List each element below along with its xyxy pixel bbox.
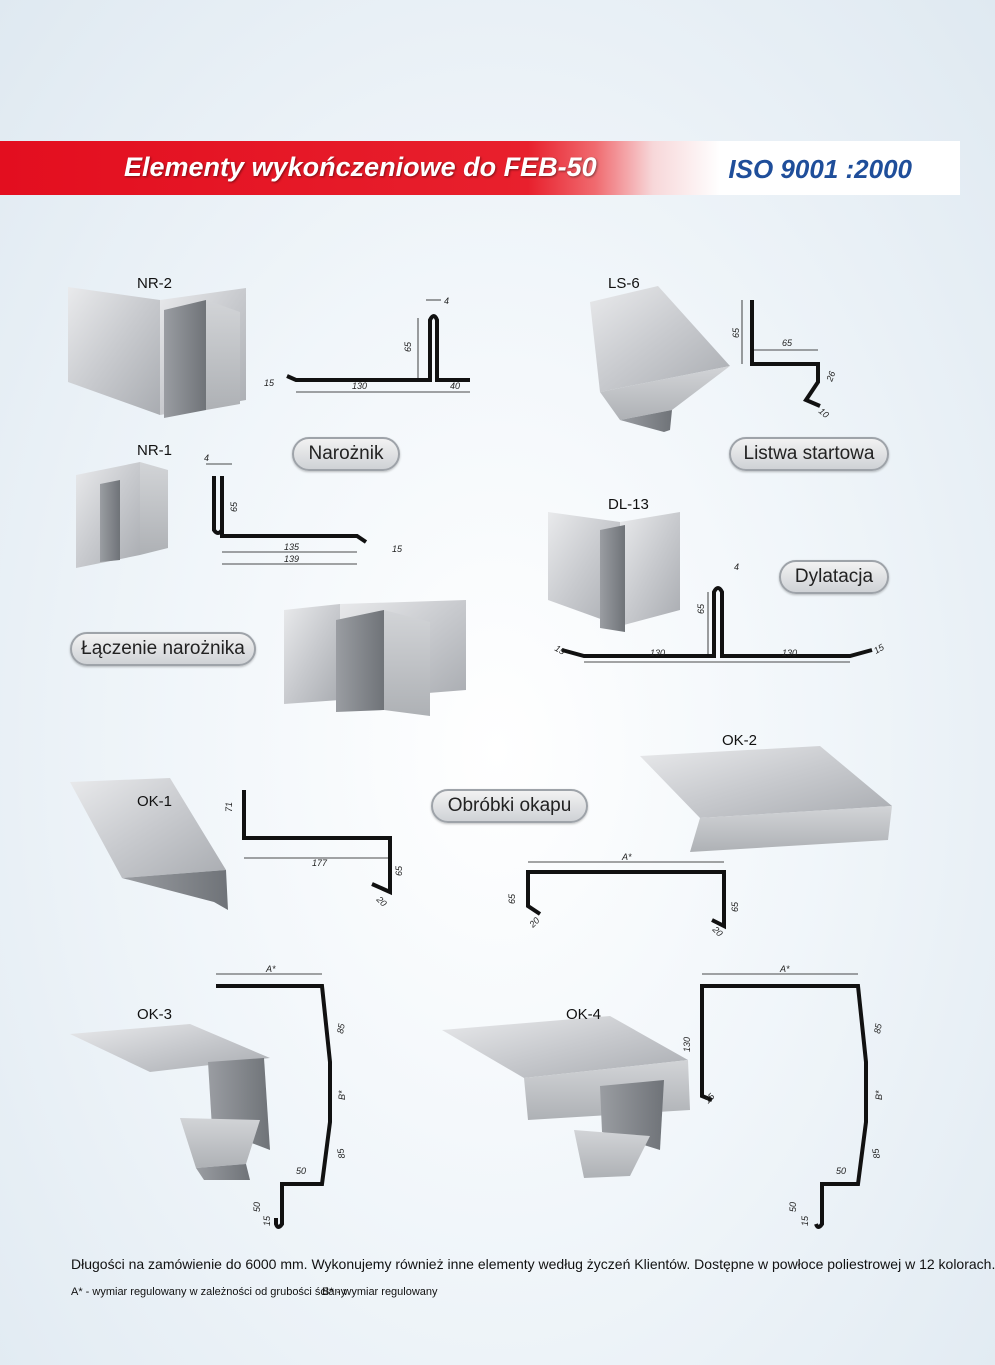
dim-label: 4 (734, 562, 739, 572)
product-dl13: DL-13 (608, 496, 649, 513)
dim-label: 50 (788, 1202, 798, 1212)
dim-label: 85 (335, 1022, 347, 1035)
dim-label: 10 (817, 406, 831, 420)
dim-label: 15 (702, 1091, 717, 1106)
dim-label: 4 (204, 453, 209, 463)
ls6-profile (741, 300, 821, 408)
dim-label: 20 (710, 924, 725, 939)
ok1-render (70, 778, 228, 910)
nr1-profile (206, 463, 368, 565)
product-ok2: OK-2 (722, 732, 758, 749)
dl13-profile (561, 586, 873, 663)
dim-label: 130 (352, 381, 367, 391)
product-ls6: LS-6 (608, 275, 640, 292)
page-title: Elementy wykończeniowe do FEB-50 (124, 152, 597, 182)
dim-label: A* (621, 852, 632, 862)
category-naroznik: Narożnik (292, 437, 400, 471)
dim-label: 50 (252, 1202, 262, 1212)
dim-label: 50 (836, 1166, 846, 1176)
dim-label: 139 (284, 554, 299, 564)
dimension-labels: 4 65 15 130 40 65 65 26 10 4 65 135 139 … (204, 296, 887, 1226)
dim-label: 15 (264, 378, 275, 388)
dl13-render (284, 512, 680, 716)
dim-label: 15 (800, 1215, 810, 1226)
dim-label: 65 (730, 901, 740, 912)
ok2-profile (526, 861, 726, 930)
product-ok3: OK-3 (137, 1006, 173, 1023)
dim-label: 65 (507, 893, 517, 904)
nr2-profile (286, 299, 470, 393)
footer-note-a: A* - wymiar regulowany w zależności od g… (71, 1286, 347, 1298)
ok4-profile (700, 973, 868, 1229)
dim-label: 71 (224, 802, 234, 812)
dim-label: 130 (650, 648, 665, 658)
dim-label: 26 (824, 370, 837, 384)
dim-label: 4 (444, 296, 449, 306)
ok1-profile (242, 790, 392, 896)
footer-note-b: B* - wymiar regulowany (322, 1286, 438, 1298)
dim-label: B* (337, 1090, 347, 1100)
header-banner (0, 141, 960, 195)
dim-label: 135 (284, 542, 300, 552)
product-nr1: NR-1 (137, 442, 173, 459)
dim-label: 15 (872, 642, 887, 656)
dim-label: 65 (696, 603, 706, 614)
dim-label: 40 (450, 381, 460, 391)
technical-drawings (68, 286, 892, 1229)
dim-label: 15 (392, 544, 403, 554)
ok2-render (640, 746, 892, 852)
category-dylatacja: Dylatacja (779, 560, 889, 594)
iso-certificate: ISO 9001 :2000 (728, 154, 912, 184)
product-ok1: OK-1 (137, 793, 173, 810)
dim-label: A* (265, 964, 276, 974)
nr2-render (68, 287, 246, 418)
dim-label: 85 (335, 1147, 347, 1160)
dim-label: 15 (553, 643, 568, 657)
product-nr2: NR-2 (137, 275, 173, 292)
product-ok4: OK-4 (566, 1006, 602, 1023)
dim-label: 177 (312, 858, 328, 868)
dim-label: 85 (870, 1147, 882, 1160)
footer-info: Długości na zamówienie do 6000 mm. Wykon… (71, 1256, 995, 1272)
ok3-render (70, 1024, 270, 1180)
nr1-render (76, 462, 168, 568)
category-listwa-startowa: Listwa startowa (729, 437, 889, 471)
dim-label: 65 (229, 501, 239, 512)
dim-label: 15 (262, 1215, 272, 1226)
dim-label: 65 (394, 865, 404, 876)
dim-label: 130 (682, 1037, 692, 1052)
dim-label: A* (779, 964, 790, 974)
ls6-render (590, 286, 730, 432)
category-laczenie-naroznika: Łączenie narożnika (70, 632, 256, 666)
dim-label: 65 (782, 338, 793, 348)
ok3-profile (216, 973, 332, 1229)
dim-label: B* (874, 1090, 884, 1100)
dim-label: 65 (731, 327, 741, 338)
dim-label: 65 (403, 341, 413, 352)
dim-label: 85 (872, 1022, 884, 1035)
dim-label: 20 (374, 894, 389, 909)
dim-label: 130 (782, 648, 797, 658)
dim-label: 20 (527, 915, 542, 930)
ok4-render (442, 1016, 690, 1178)
dim-label: 50 (296, 1166, 306, 1176)
category-obrobki-okapu: Obróbki okapu (431, 789, 588, 823)
